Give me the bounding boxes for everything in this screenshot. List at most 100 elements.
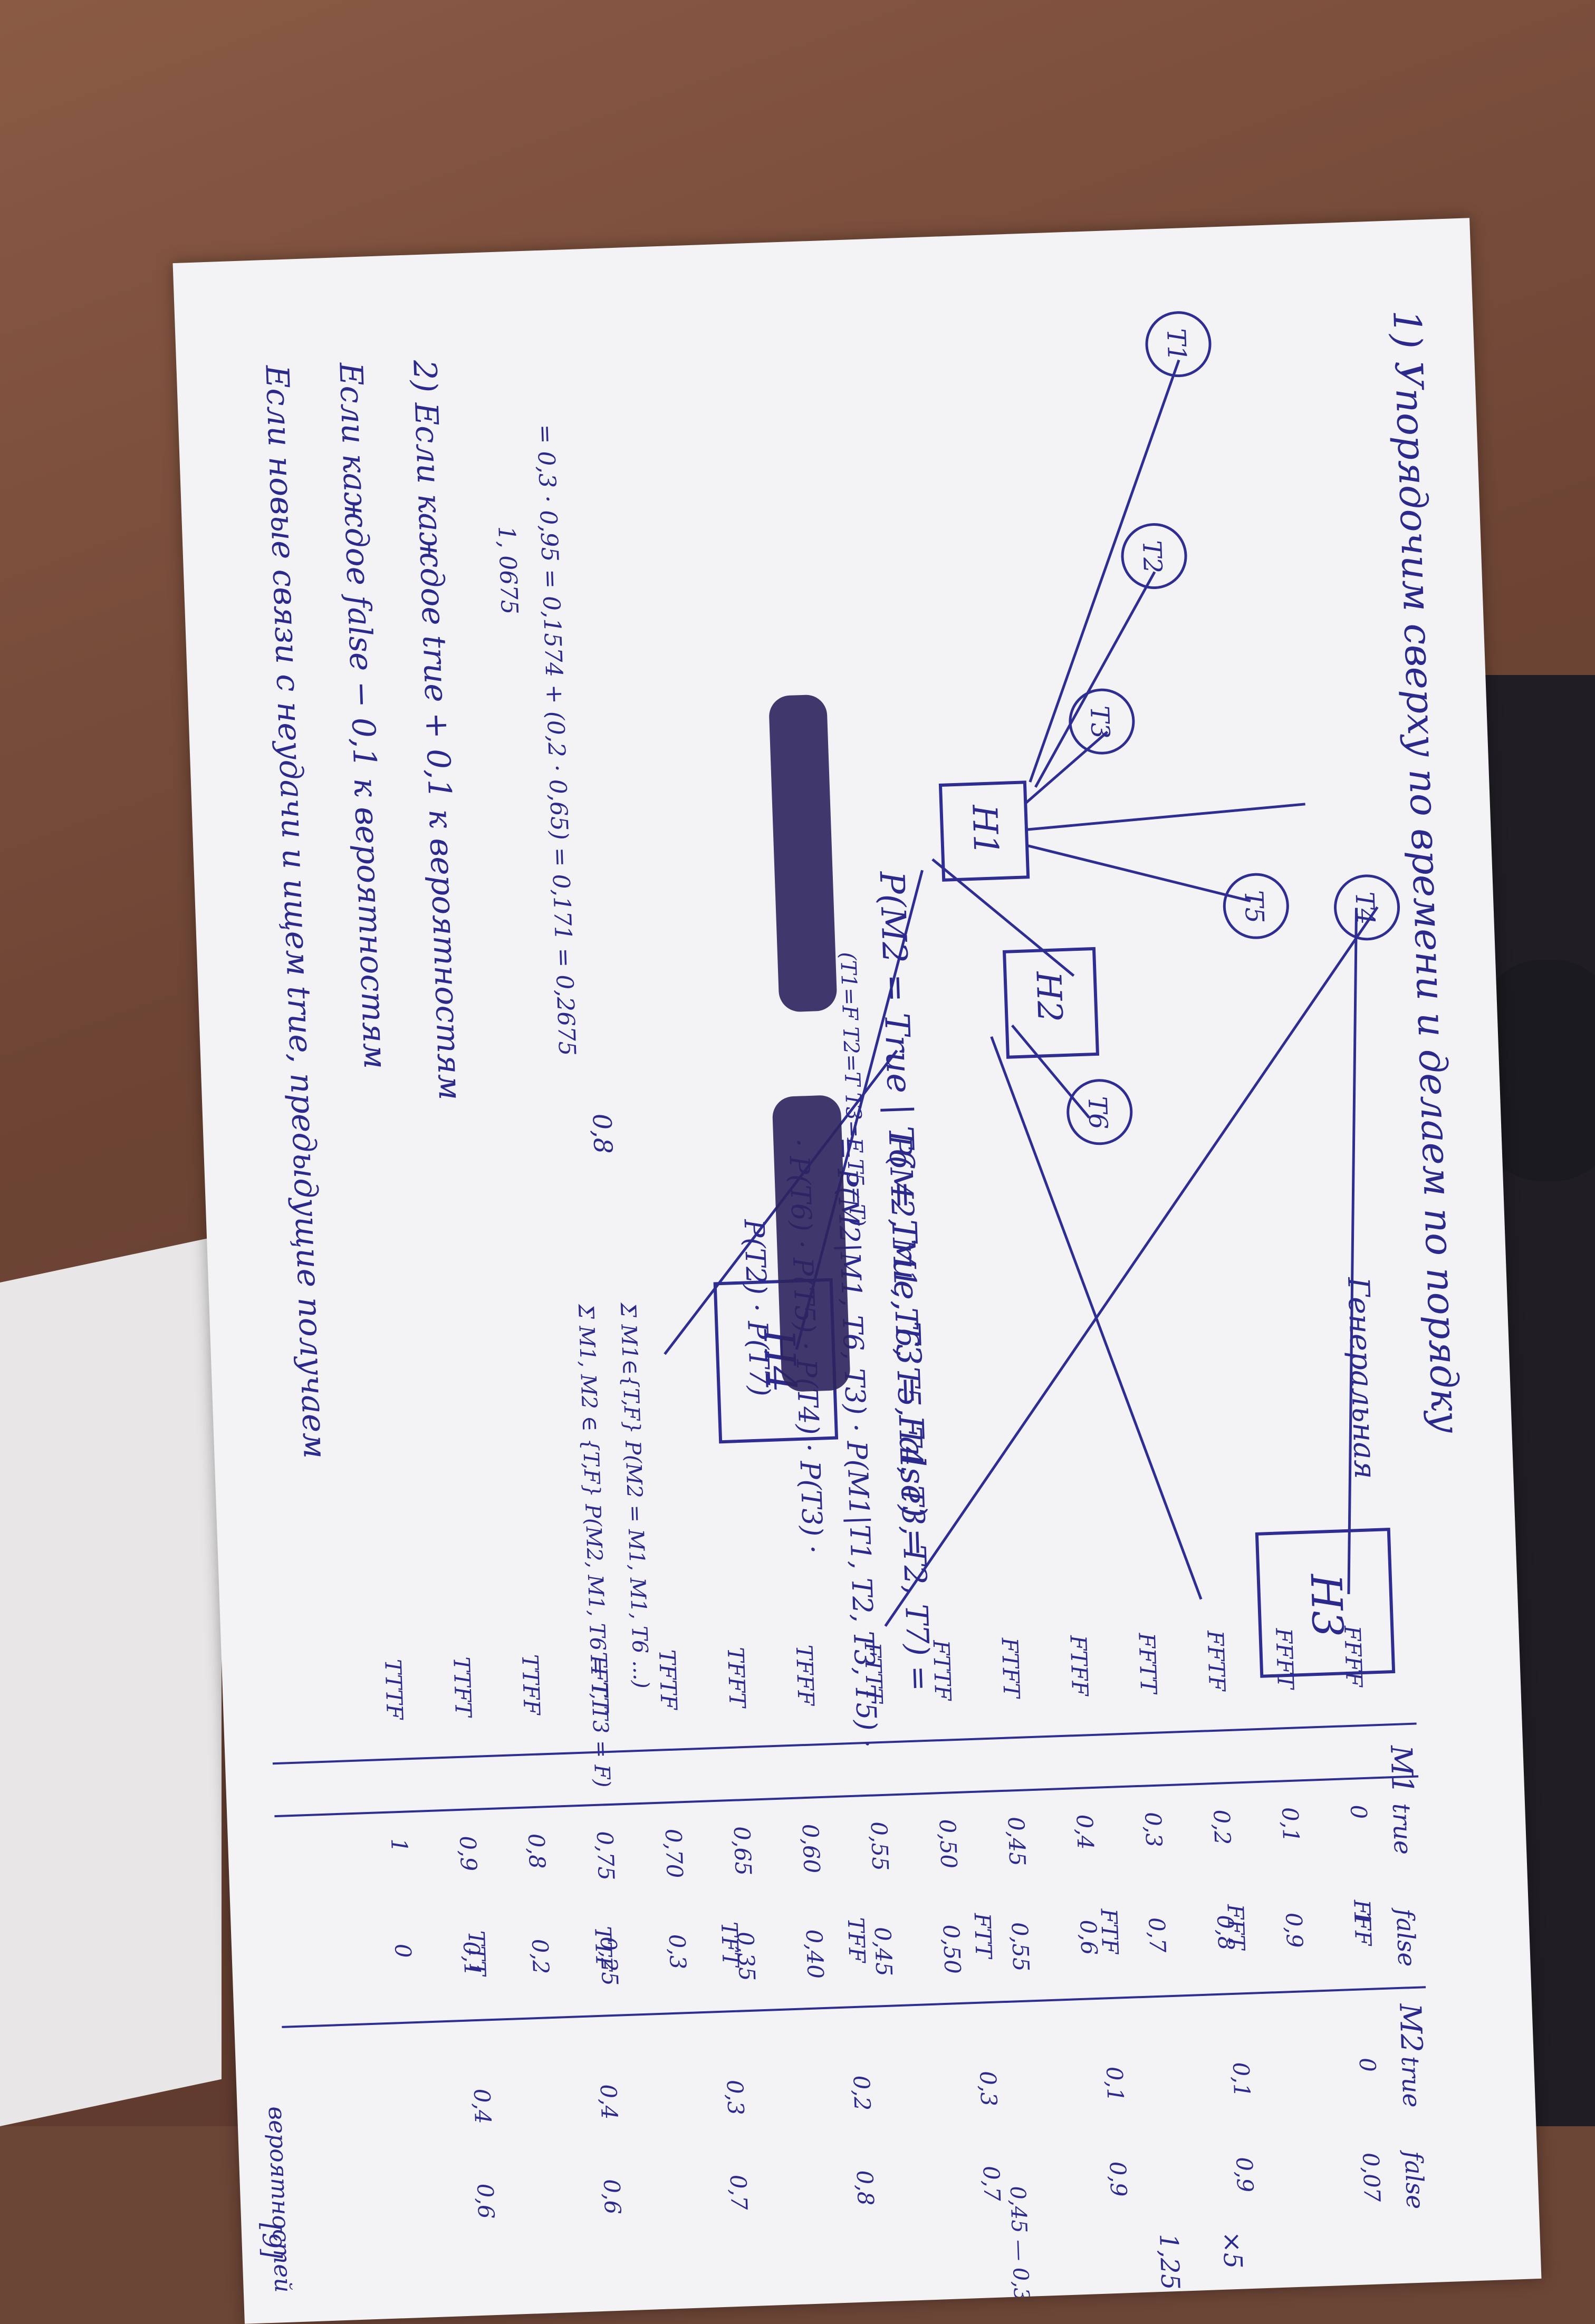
table-m1-cell: FTFF (1065, 1634, 1093, 1698)
table-m1-cell: TFFT (723, 1647, 751, 1710)
table-m1-cell: 0,4 (1071, 1814, 1098, 1850)
table-m2-cell: 0,7 (725, 2174, 752, 2211)
table-m1-cell: TTTF (380, 1658, 408, 1721)
table-m1-cell: 0 (1346, 1805, 1372, 1819)
table-m1-cell: FFFT (1271, 1627, 1299, 1691)
node-h1: H1 (964, 804, 1005, 856)
table-m1-cell: 0,75 (592, 1830, 619, 1881)
node-h2-box (1002, 947, 1100, 1059)
table-m2-col-true: true (1396, 2056, 1426, 2108)
heading-1b: Генеральная (1341, 1276, 1382, 1480)
node-t6-circle (1066, 1079, 1133, 1145)
table-m1-col-false: false (1391, 1907, 1421, 1968)
table-m2-cell: 0 (1354, 2057, 1381, 2072)
margin-note: ×5 (1217, 2231, 1247, 2269)
table-m2-cell: FFF (1349, 1898, 1376, 1947)
root-nodes: T1 T2 T3 T4 T5 T6 (1066, 311, 1400, 1145)
table-m1-cell: 0,7 (1144, 1917, 1170, 1953)
table-m2-cell: FTT (969, 1912, 997, 1961)
table-m1-cell: TFTT (585, 1652, 613, 1714)
table-m2-cell: FTF (1096, 1907, 1123, 1955)
table-m2-cell: 0,4 (469, 2088, 496, 2124)
table-m2-cell: 0,3 (975, 2070, 1002, 2106)
margin-note: 1,25 (1154, 2233, 1185, 2291)
node-h3: H3 (1301, 1572, 1352, 1638)
node-t1-circle (1145, 311, 1212, 378)
table-m2-title: M2 (1392, 2002, 1428, 2053)
table-m2-cell: FFT (1222, 1903, 1250, 1952)
paper-sheet: 1) Упорядочим сверху по времени и делаем… (172, 218, 1542, 2324)
section-2-tail: вероятностей (263, 2106, 296, 2293)
table-m1-cell: 0,45 (1003, 1816, 1030, 1866)
table-m1-cell: TFFF (791, 1644, 819, 1707)
table-m1-cell: 0,35 (733, 1931, 760, 1981)
node-h3-box (1255, 1528, 1396, 1678)
node-t6: T6 (1082, 1096, 1113, 1130)
table-m2-cell: 0,2 (848, 2075, 875, 2111)
margin-note: 0,45 — 0,36 (1005, 2186, 1034, 2315)
node-t5: T5 (1238, 890, 1269, 923)
table-m1-cell: 0,9 (1281, 1912, 1308, 1948)
node-h1-box (938, 780, 1030, 882)
table-m2-cell: 0,9 (1231, 2157, 1258, 2193)
node-t3-circle (1069, 688, 1135, 755)
node-t4-circle (1334, 874, 1400, 941)
table-m1-cell: 0,1 (1277, 1807, 1304, 1843)
table-m1-cell: 0,40 (801, 1929, 829, 1979)
section-2-line-1: 2) Если каждое true + 0,1 к вероятностям (406, 359, 468, 1101)
table-m2: M2 true false FFF 0 0,07 FFT 0,1 0,9 FTF 0,1 0,9… (282, 1898, 1430, 2219)
table-m2-cell: 0,1 (1101, 2066, 1128, 2102)
table-m1-cell: 0 (390, 1943, 416, 1958)
table-m2-cell: 0,1 (1228, 2062, 1255, 2098)
table-m1: M1 true false FFFF01FFFT0,10,9FFTF0,20,8… (272, 1625, 1421, 1987)
table-m2-cell: 0,6 (472, 2183, 499, 2219)
table-m1-col-true: true (1387, 1803, 1417, 1855)
formula-conditional: P(M2 = True | T6 = True, T3 = False) = (872, 870, 935, 1557)
node-t2: T2 (1137, 540, 1167, 574)
table-m1-cell: TFTF (654, 1649, 682, 1711)
table-m1-cell: 0,1 (458, 1941, 485, 1976)
table-m1-cell: 0,60 (798, 1824, 825, 1874)
formula-factor-3: P(T2) · P(T7) (737, 1218, 775, 1397)
formula-result: 0,8 (587, 1113, 618, 1154)
table-m1-cell: 0,2 (1208, 1809, 1235, 1845)
section-2-line-3: Если новые связи с неудачи и ищем true, … (258, 364, 333, 1459)
table-m1-cell: 0,8 (523, 1833, 550, 1869)
table-m2-cell: TFF (843, 1917, 870, 1964)
table-m2-cell: 0,3 (722, 2079, 748, 2115)
node-t2-circle (1121, 523, 1187, 590)
page-number: [9] (256, 2222, 286, 2259)
table-m1-cell: 0,45 (869, 1926, 897, 1976)
node-t3: T3 (1084, 705, 1115, 739)
formula-numerator: = 0,3 · 0,95 = 0,1574 + (0,2 · 0,65) = 0… (532, 424, 581, 1056)
table-m2-cell: TFT (716, 1921, 744, 1969)
section-2-line-2: Если каждое false − 0,1 к вероятностям (332, 361, 393, 1069)
table-m1-cell: 0,8 (1212, 1915, 1239, 1951)
table-m1-cell: 0,9 (455, 1836, 482, 1872)
table-m1-cell: FTTF (928, 1639, 956, 1702)
table-m2-cell: 0,07 (1358, 2152, 1385, 2202)
node-t1: T1 (1161, 328, 1192, 362)
table-m1-title: M1 (1383, 1744, 1419, 1795)
table-m2-cell: 0,7 (978, 2165, 1005, 2202)
scribble-block (772, 1095, 850, 1392)
table-m1-cell: FFTT (1133, 1632, 1161, 1695)
table-m2-cell: 0,8 (852, 2170, 879, 2206)
table-m2-cell: 0,6 (599, 2178, 626, 2214)
table-m1-cell: 0,70 (660, 1828, 688, 1878)
table-m1-cell: TTFF (517, 1654, 545, 1717)
node-t5-circle (1223, 873, 1289, 939)
white-desk-surface (0, 1235, 222, 2126)
table-m1-cell: 0,50 (934, 1819, 962, 1869)
table-m2-cell: TTT (463, 1930, 491, 1978)
formula-denominator: 1, 0675 (493, 525, 523, 615)
table-m1-cell: 0,50 (938, 1924, 965, 1974)
table-m1-cell: FTTT (860, 1642, 888, 1705)
table-m2-cell: TTF (590, 1926, 617, 1973)
table-m2-cell: 0,4 (595, 2084, 622, 2120)
table-m1-cell: TTFT (448, 1656, 476, 1719)
heading-1: 1) Упорядочим сверху по времени и делаем… (1385, 309, 1468, 1434)
table-m1-cell: FFTF (1202, 1629, 1230, 1693)
handwritten-notes: 1) Упорядочим сверху по времени и делаем… (256, 309, 1468, 2315)
